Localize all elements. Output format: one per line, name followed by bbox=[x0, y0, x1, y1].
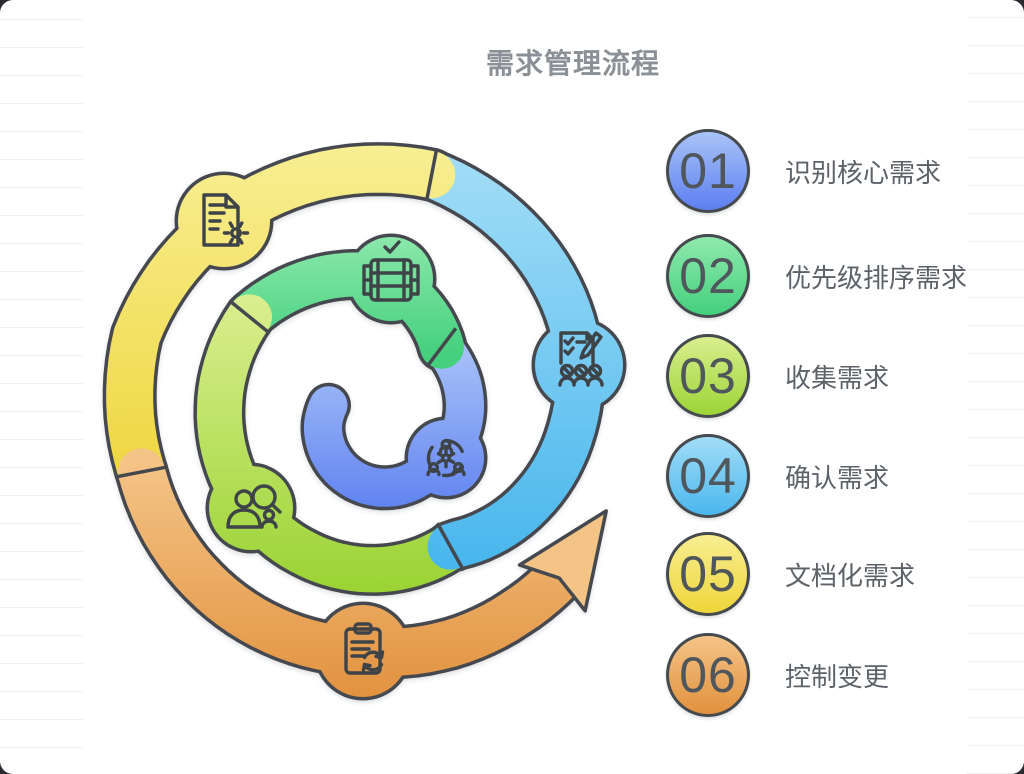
clipboard-refresh-icon bbox=[344, 622, 385, 675]
step-label: 优先级排序需求 bbox=[785, 262, 968, 293]
step-label: 确认需求 bbox=[785, 462, 890, 493]
step-number-badge: 01 bbox=[666, 129, 750, 213]
process-step-2: 02 优先级排序需求 bbox=[666, 234, 967, 318]
step-label: 识别核心需求 bbox=[785, 157, 942, 188]
user-research-magnifier-icon bbox=[226, 484, 282, 529]
checklist-team-icon bbox=[558, 331, 604, 387]
step-number: 02 bbox=[679, 248, 737, 304]
page-title: 需求管理流程 bbox=[485, 48, 661, 79]
document-gear-icon bbox=[202, 193, 250, 247]
table-check-icon bbox=[362, 240, 420, 302]
icon-bump-green bbox=[349, 237, 433, 321]
step-label: 控制变更 bbox=[785, 661, 890, 692]
spiral-icons bbox=[202, 193, 604, 675]
icon-bump-yellow bbox=[178, 175, 270, 267]
step-number: 04 bbox=[679, 448, 737, 504]
step-number-badge: 05 bbox=[666, 532, 750, 616]
process-step-5: 05 文档化需求 bbox=[666, 532, 915, 616]
icon-bump-orange bbox=[317, 605, 409, 697]
segment-joint bbox=[435, 522, 466, 572]
spiral-arrowhead bbox=[517, 509, 608, 613]
icon-bump-inner bbox=[408, 420, 484, 496]
segment-joint bbox=[424, 147, 439, 202]
spiral-band bbox=[102, 142, 627, 701]
step-number-badge: 02 bbox=[666, 234, 750, 318]
step-number-badge: 06 bbox=[666, 633, 750, 717]
step-number-badge: 03 bbox=[666, 334, 750, 418]
team-gear-collaboration-icon bbox=[426, 438, 466, 478]
step-number: 06 bbox=[679, 647, 737, 703]
process-step-1: 01 识别核心需求 bbox=[666, 129, 941, 213]
step-number-badge: 04 bbox=[666, 434, 750, 518]
icon-bump-lime bbox=[209, 466, 293, 550]
step-number: 03 bbox=[679, 348, 737, 404]
segment-joint bbox=[228, 299, 271, 335]
step-label: 文档化需求 bbox=[785, 560, 916, 591]
process-step-3: 03 收集需求 bbox=[666, 334, 889, 418]
step-number: 01 bbox=[679, 143, 737, 199]
segment-joint bbox=[426, 327, 458, 367]
spiral-segment-inner bbox=[304, 327, 484, 507]
step-label: 收集需求 bbox=[785, 362, 890, 393]
process-step-4: 04 确认需求 bbox=[666, 434, 889, 518]
step-number: 05 bbox=[679, 546, 737, 602]
segment-joint bbox=[114, 465, 169, 479]
process-step-6: 06 控制变更 bbox=[666, 633, 889, 717]
